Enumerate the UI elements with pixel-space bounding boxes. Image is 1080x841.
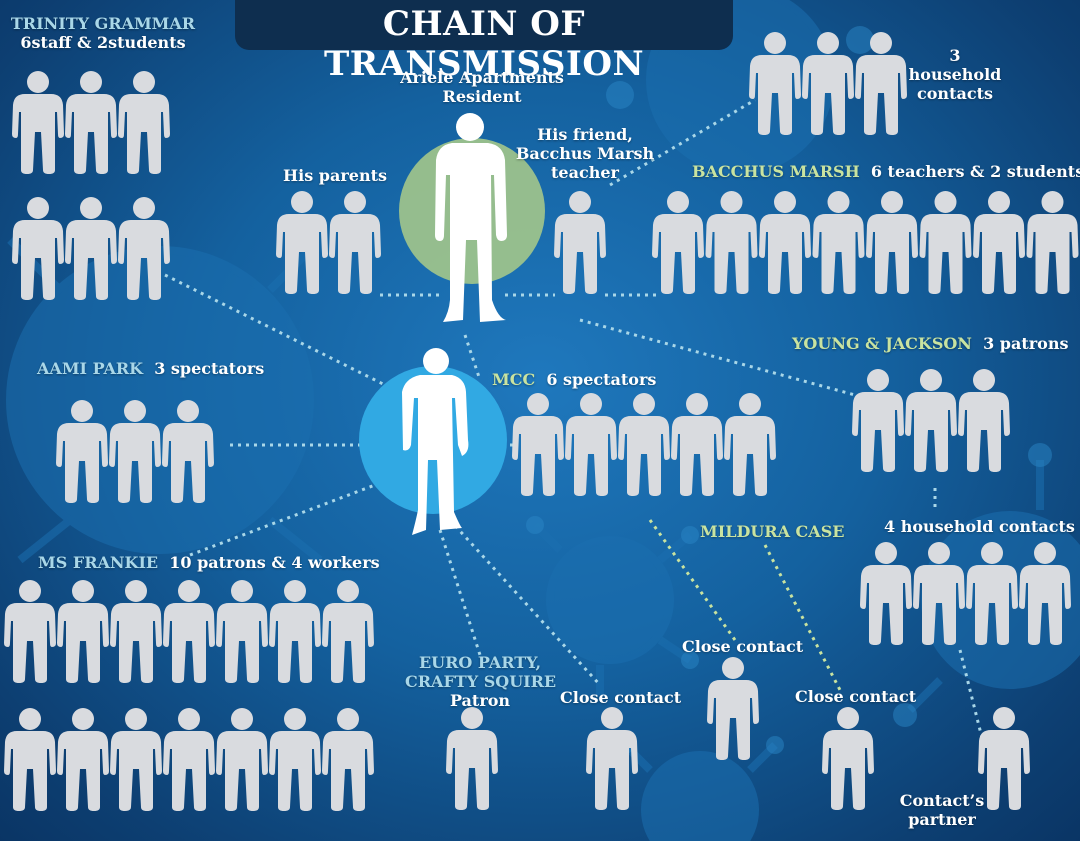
aami-name: AAMI PARK	[37, 359, 144, 378]
connector-ms-frankie	[189, 483, 376, 557]
household-label: 3 household contacts	[900, 46, 1010, 103]
household-count: 3	[949, 46, 961, 65]
trinity-label: TRINITY GRAMMAR 6staff & 2students	[8, 14, 198, 52]
friend-line1: His friend,	[537, 125, 633, 144]
euro-party-name-line2: CRAFTY SQUIRE	[405, 672, 557, 691]
connector-close-contact-c	[763, 544, 842, 691]
euro-party-label: EURO PARTY, CRAFTY SQUIRE Patron	[405, 653, 557, 710]
virus-particle-bottom	[641, 751, 759, 841]
ariele-resident-figure	[435, 113, 507, 322]
mcc-label: MCC 6 spectators	[492, 370, 656, 389]
partner-label: Contact’s partner	[892, 791, 992, 829]
virus-particle-center	[546, 536, 674, 664]
young-jackson-detail: 3 patrons	[983, 334, 1069, 353]
bacchus-detail: 6 teachers & 2 students	[870, 162, 1080, 181]
parents-label: His parents	[283, 166, 387, 185]
connector-trinity	[164, 273, 396, 392]
friend-label: His friend, Bacchus Marsh teacher	[515, 125, 655, 182]
household4-label: 4 household contacts	[884, 517, 1075, 536]
ariele-label-line2: Resident	[442, 87, 522, 106]
friend-line3: teacher	[551, 163, 619, 182]
mildura-label: MILDURA CASE	[700, 522, 845, 541]
ariele-label: Ariele Apartments Resident	[392, 68, 572, 106]
partner-line1: Contact’s	[899, 791, 985, 810]
page-title: CHAIN OF TRANSMISSION	[323, 4, 645, 84]
mcc-name: MCC	[492, 370, 536, 389]
ms-frankie-label: MS FRANKIE 10 patrons & 4 workers	[38, 553, 380, 572]
connector-close-contact-b	[648, 519, 737, 641]
mcc-detail: 6 spectators	[546, 370, 657, 389]
partner-line2: partner	[908, 810, 976, 829]
connector-partner	[958, 649, 987, 751]
ariele-label-line1: Ariele Apartments	[400, 68, 564, 87]
trinity-name: TRINITY GRAMMAR	[10, 14, 196, 33]
ms-frankie-detail: 10 patrons & 4 workers	[169, 553, 380, 572]
euro-party-detail: Patron	[449, 691, 511, 710]
title-banner	[235, 0, 733, 50]
bacchus-label: BACCHUS MARSH 6 teachers & 2 students	[692, 162, 1080, 181]
euro-party-name-line1: EURO PARTY,	[418, 653, 542, 672]
close-contact-a-label: Close contact	[560, 688, 682, 707]
primary-case-figure	[402, 348, 469, 535]
aami-detail: 3 spectators	[154, 359, 265, 378]
young-jackson-name: YOUNG & JACKSON	[792, 334, 972, 353]
close-contact-b-label: Close contact	[682, 637, 804, 656]
household-line2: contacts	[917, 84, 993, 103]
aami-label: AAMI PARK 3 spectators	[37, 359, 264, 378]
young-jackson-label: YOUNG & JACKSON 3 patrons	[792, 334, 1068, 353]
household-line1: household	[908, 65, 1002, 84]
ms-frankie-name: MS FRANKIE	[38, 553, 159, 572]
connector-close-contact-a	[448, 518, 602, 687]
bacchus-name: BACCHUS MARSH	[692, 162, 860, 181]
trinity-detail: 6staff & 2students	[20, 33, 186, 52]
close-contact-c-label: Close contact	[795, 687, 917, 706]
friend-line2: Bacchus Marsh	[515, 144, 655, 163]
connector-euro-party	[438, 529, 482, 656]
